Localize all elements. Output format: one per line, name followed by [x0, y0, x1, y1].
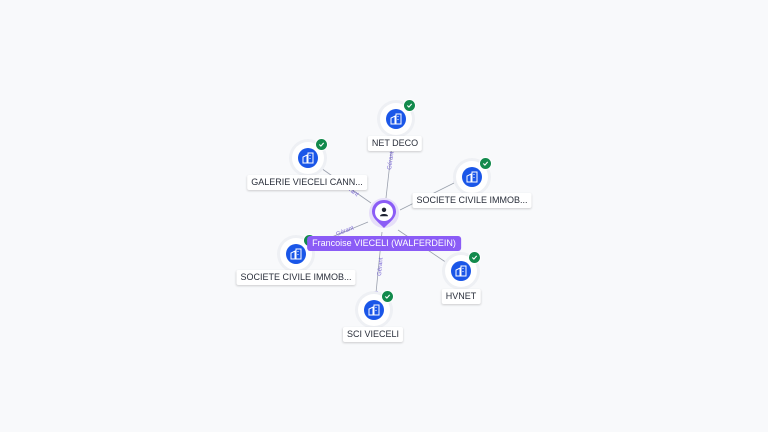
building-icon [286, 244, 306, 264]
verified-check-icon [479, 157, 492, 170]
verified-check-icon [315, 138, 328, 151]
company-label-hvnet[interactable]: HVNET [441, 289, 481, 304]
person-node[interactable] [368, 197, 400, 235]
building-icon [298, 148, 318, 168]
edge-label-net-deco: Gérant [387, 151, 396, 170]
building-icon [364, 300, 384, 320]
company-label-net-deco[interactable]: NET DECO [367, 136, 423, 151]
company-label-sci-vieceli[interactable]: SCI VIECELI [342, 327, 404, 342]
person-icon [380, 207, 388, 217]
company-node-hvnet[interactable] [445, 251, 481, 287]
company-label-sci-west[interactable]: SOCIETE CIVILE IMMOB... [236, 270, 356, 285]
building-icon [386, 109, 406, 129]
person-name-label[interactable]: Francoise VIECELI (WALFERDEIN) [307, 236, 461, 251]
company-node-net-deco[interactable] [380, 99, 416, 135]
company-node-galerie[interactable] [292, 138, 328, 174]
edge-label-sci-vieceli: Gérant [377, 257, 385, 276]
building-icon [462, 167, 482, 187]
company-label-sci-east[interactable]: SOCIETE CIVILE IMMOB... [412, 193, 532, 208]
company-node-sci-east[interactable] [456, 157, 492, 193]
verified-check-icon [403, 99, 416, 112]
verified-check-icon [468, 251, 481, 264]
verified-check-icon [381, 290, 394, 303]
building-icon [451, 261, 471, 281]
company-node-sci-vieceli[interactable] [358, 290, 394, 326]
company-label-galerie[interactable]: GALERIE VIECELI CANN... [247, 175, 367, 190]
